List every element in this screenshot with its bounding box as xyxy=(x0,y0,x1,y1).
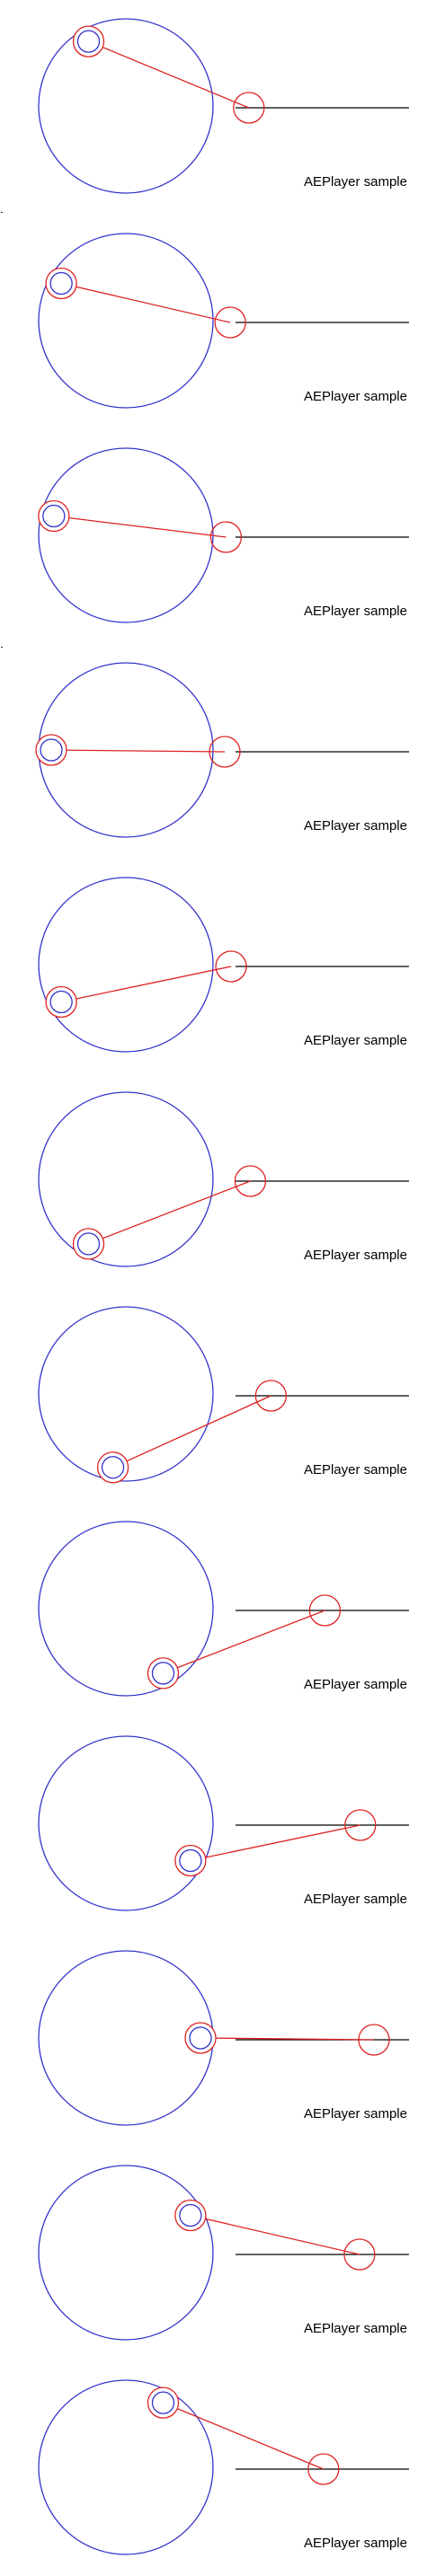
crank-pin-inner-ring xyxy=(179,1848,202,1873)
frame-caption: AEPlayer sample xyxy=(303,1677,407,1692)
crank-pin-inner-ring xyxy=(101,1456,125,1479)
frame-caption: AEPlayer sample xyxy=(303,174,407,190)
frame-caption: AEPlayer sample xyxy=(303,1033,407,1048)
connecting-rod xyxy=(60,282,231,323)
slider-joint-circle xyxy=(343,2238,376,2271)
crank-slider-diagram xyxy=(38,2379,409,2555)
connecting-rod xyxy=(88,1180,251,1245)
frame-caption: AEPlayer sample xyxy=(303,1248,407,1263)
animation-frame: AEPlayer sample xyxy=(0,1503,436,1717)
crank-slider-diagram xyxy=(38,1735,409,1911)
crank-slider-diagram xyxy=(38,1306,409,1484)
crank-pin-inner-ring xyxy=(151,1662,175,1685)
crank-slider-diagram xyxy=(38,2165,409,2341)
wheel-circle xyxy=(38,1091,214,1267)
stray-dot xyxy=(1,647,3,648)
slider-joint-circle xyxy=(358,2024,390,2056)
crank-slider-diagram xyxy=(38,1950,409,2126)
crank-slider-diagram xyxy=(35,662,409,838)
frame-caption: AEPlayer sample xyxy=(303,1892,407,1907)
animation-frame: AEPlayer sample xyxy=(0,859,436,1073)
slider-joint-circle xyxy=(214,306,246,339)
wheel-circle xyxy=(38,877,214,1053)
crank-slider-diagram xyxy=(38,18,409,194)
frame-caption: AEPlayer sample xyxy=(303,389,407,404)
wheel-circle xyxy=(38,1735,214,1911)
connecting-rod xyxy=(50,749,225,753)
animation-frame: AEPlayer sample xyxy=(0,1288,436,1503)
animation-frame: AEPlayer sample xyxy=(0,429,436,644)
slider-joint-circle xyxy=(307,2453,340,2485)
slider-joint-circle xyxy=(308,1594,342,1627)
crank-slider-diagram xyxy=(38,447,409,623)
frame-caption: AEPlayer sample xyxy=(303,818,407,834)
crank-pin-inner-ring xyxy=(42,504,66,528)
frame-caption: AEPlayer sample xyxy=(303,2106,407,2122)
connecting-rod xyxy=(88,40,250,109)
connecting-rod xyxy=(200,2037,374,2041)
connecting-rod xyxy=(60,966,232,1003)
slider-joint-circle xyxy=(215,950,247,983)
animation-frame: AEPlayer sample xyxy=(0,2361,436,2576)
crank-pin-inner-ring xyxy=(49,990,73,1014)
crank-pin-inner-ring xyxy=(76,1232,101,1256)
crank-slider-diagram xyxy=(38,1521,409,1697)
wheel-circle xyxy=(38,233,214,409)
animation-frame: AEPlayer sample xyxy=(0,0,436,215)
animation-frame: AEPlayer sample xyxy=(0,644,436,859)
animation-frame: AEPlayer sample xyxy=(0,2147,436,2361)
wheel-circle xyxy=(38,18,214,194)
animation-frame: AEPlayer sample xyxy=(0,1717,436,1932)
wheel-circle xyxy=(38,447,214,623)
connecting-rod xyxy=(163,1610,325,1674)
crank-slider-diagram xyxy=(38,233,409,409)
frame-caption: AEPlayer sample xyxy=(303,604,407,619)
connecting-rod xyxy=(190,2214,360,2255)
connecting-rod xyxy=(190,1824,360,1862)
frame-caption: AEPlayer sample xyxy=(303,2536,407,2551)
crank-pin-inner-ring xyxy=(40,738,63,762)
animation-frame: AEPlayer sample xyxy=(0,1932,436,2147)
wheel-circle xyxy=(38,2379,214,2555)
animation-frame: AEPlayer sample xyxy=(0,215,436,429)
slider-joint-circle xyxy=(234,1165,267,1197)
slider-joint-circle xyxy=(233,92,265,124)
crank-pin-inner-ring xyxy=(179,2203,202,2228)
crank-pin-inner-ring xyxy=(76,30,101,53)
crank-pin-inner-ring xyxy=(49,271,73,296)
stray-dot xyxy=(1,212,3,213)
frame-caption: AEPlayer sample xyxy=(303,1462,407,1478)
wheel-circle xyxy=(38,2165,214,2341)
connecting-rod xyxy=(163,2402,325,2470)
slider-joint-circle xyxy=(209,736,241,768)
crank-pin-inner-ring xyxy=(189,2026,212,2050)
slider-joint-circle xyxy=(209,521,243,553)
slider-joint-circle xyxy=(344,1809,377,1841)
crank-slider-diagram xyxy=(38,1091,409,1267)
connecting-rod xyxy=(53,515,227,538)
slider-joint-circle xyxy=(254,1380,287,1412)
wheel-circle xyxy=(38,1306,214,1482)
wheel-circle xyxy=(38,1521,214,1697)
animation-frame: AEPlayer sample xyxy=(0,1073,436,1288)
connecting-rod xyxy=(112,1395,271,1469)
crank-pin-inner-ring xyxy=(151,2391,175,2414)
frame-caption: AEPlayer sample xyxy=(303,2321,407,2336)
crank-slider-diagram xyxy=(38,877,409,1053)
